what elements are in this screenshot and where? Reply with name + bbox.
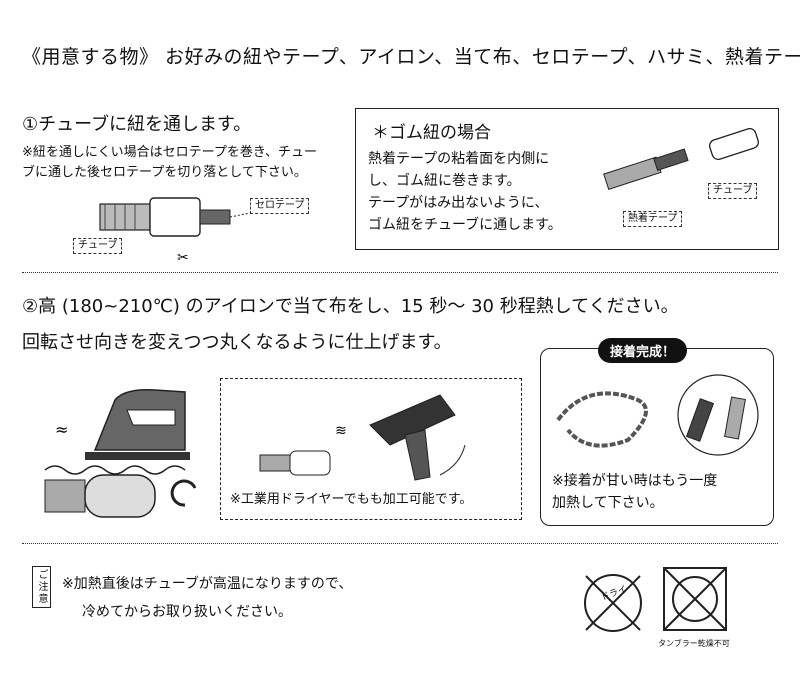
no-tumble-dry-icon bbox=[663, 567, 727, 631]
caution-text: ※加熱直後はチューブが高温になりますので、 冷めてからお取り扱いください。 bbox=[62, 570, 352, 626]
step2-line2: 回転させ向きを変えつつ丸くなるように仕上げます。 bbox=[22, 332, 452, 353]
step1-note-line: ※紐を通しにくい場合はセロテープを巻き、チュー bbox=[22, 145, 317, 160]
caution-line: 冷めてからお取り扱いください。 bbox=[82, 604, 292, 620]
label-tube: チューブ bbox=[73, 238, 123, 254]
step1-note-line: ブに通した後セロテープを切り落として下さい。 bbox=[22, 165, 307, 180]
tumble-dry-label: タンブラー乾燥不可 bbox=[658, 639, 730, 648]
caution-tag: ご注意 bbox=[32, 566, 51, 608]
label-heat-tape: 熱着テープ bbox=[623, 211, 683, 227]
dryer-box bbox=[220, 378, 522, 520]
caution-line: ※加熱直後はチューブが高温になりますので、 bbox=[62, 576, 353, 592]
step1-note: ※紐を通しにくい場合はセロテープを巻き、チュー ブに通した後セロテープを切り落と… bbox=[22, 143, 317, 183]
step2-line1: ②高 (180~210℃) のアイロンで当て布をし、15 秒～ 30 秒程熱して… bbox=[22, 296, 679, 317]
label-rubber-tube: チューブ bbox=[708, 183, 758, 199]
section-divider bbox=[22, 543, 778, 544]
dryer-caption: ※工業用ドライヤーでもも加工可能です。 bbox=[230, 492, 473, 507]
rubber-cord-line: し、ゴム紐に巻きます。 bbox=[368, 173, 521, 189]
step1-title: ①チューブに紐を通します。 bbox=[22, 114, 252, 135]
iron-illustration: ≈ bbox=[44, 388, 197, 518]
rubber-cord-title: ＊ゴム紐の場合 bbox=[372, 123, 491, 143]
label-cello-tape: セロテープ bbox=[250, 198, 310, 214]
rubber-cord-line: テープがはみ出ないように、 bbox=[368, 195, 549, 211]
completion-caption-line: 加熱して下さい。 bbox=[552, 495, 664, 511]
rubber-cord-text: 熱着テープの粘着面を内側に し、ゴム紐に巻きます。 テープがはみ出ないように、 … bbox=[368, 148, 562, 236]
rubber-cord-illustration bbox=[603, 128, 760, 190]
rubber-cord-line: ゴム紐をチューブに通します。 bbox=[368, 217, 562, 233]
rubber-cord-box bbox=[355, 108, 779, 250]
section-divider bbox=[22, 272, 778, 273]
svg-text:≈: ≈ bbox=[55, 420, 68, 439]
heat-gun-illustration: ≋ bbox=[259, 394, 466, 481]
cord-through-tube-illustration: ✂ bbox=[99, 197, 256, 266]
no-dry-clean-icon bbox=[584, 574, 642, 632]
completion-badge: 接着完成！ bbox=[598, 338, 688, 363]
completion-caption: ※接着が甘い時はもう一度 加熱して下さい。 bbox=[552, 470, 717, 514]
finished-cord-illustration bbox=[556, 374, 759, 456]
materials-header: 《用意する物》 お好みの紐やテープ、アイロン、当て布、セロテープ、ハサミ、熱着テ… bbox=[22, 46, 800, 68]
svg-text:✂: ✂ bbox=[177, 250, 189, 266]
completion-caption-line: ※接着が甘い時はもう一度 bbox=[552, 473, 718, 489]
svg-text:≋: ≋ bbox=[335, 423, 347, 439]
rubber-cord-line: 熱着テープの粘着面を内側に bbox=[368, 151, 550, 167]
